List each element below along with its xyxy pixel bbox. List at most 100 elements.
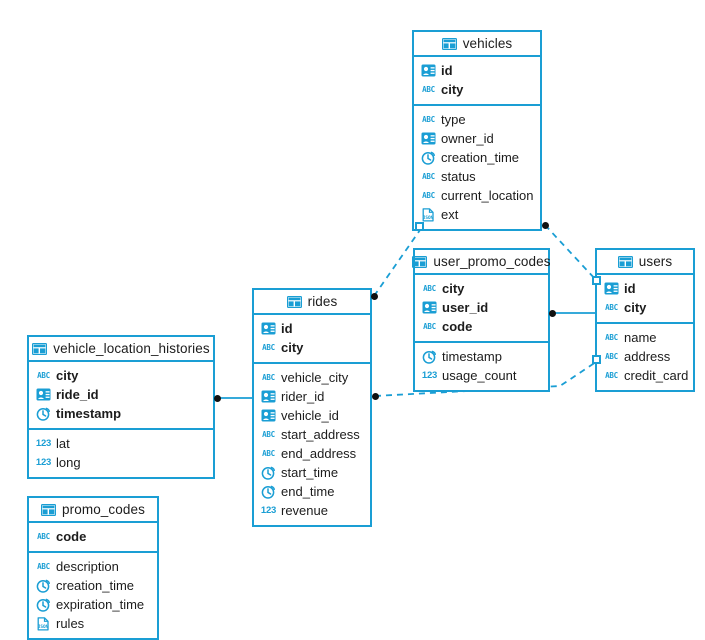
column-row[interactable]: owner_id xyxy=(414,129,540,148)
num-icon: 123 xyxy=(35,438,52,449)
json-icon: JSON xyxy=(36,616,51,631)
column-name: code xyxy=(56,529,87,544)
column-row[interactable]: ABC city xyxy=(254,338,370,357)
relationship-source-dot-icon xyxy=(371,293,378,300)
column-row[interactable]: end_time xyxy=(254,482,370,501)
abc-icon: ABC xyxy=(422,191,435,200)
id-icon xyxy=(261,390,276,403)
column-row[interactable]: id xyxy=(254,319,370,338)
entity-title: users xyxy=(638,254,673,269)
column-name: id xyxy=(441,63,453,78)
column-name: credit_card xyxy=(624,368,689,383)
abc-icon: ABC xyxy=(422,115,435,124)
column-row[interactable]: ABC status xyxy=(414,167,540,186)
column-name: owner_id xyxy=(441,131,494,146)
column-row[interactable]: timestamp xyxy=(29,404,213,423)
column-name: vehicle_id xyxy=(281,408,339,423)
column-row[interactable]: JSON ext xyxy=(414,205,540,224)
column-name: lat xyxy=(56,436,70,451)
column-row[interactable]: expiration_time xyxy=(29,595,157,614)
column-row[interactable]: user_id xyxy=(415,298,548,317)
svg-text:JSON: JSON xyxy=(423,215,434,221)
id-icon xyxy=(261,322,276,335)
entity-title: vehicles xyxy=(462,36,513,51)
abc-icon: ABC xyxy=(37,562,50,571)
column-name: status xyxy=(441,169,476,184)
column-row[interactable]: ABC credit_card xyxy=(597,366,693,385)
entity-header-users[interactable]: users xyxy=(597,250,693,275)
column-row[interactable]: id xyxy=(597,279,693,298)
column-row[interactable]: 123 lat xyxy=(29,434,213,453)
clock-icon xyxy=(422,350,437,364)
column-row[interactable]: creation_time xyxy=(414,148,540,167)
table-icon xyxy=(617,255,633,268)
json-icon: JSON xyxy=(421,207,436,222)
relationship-source-dot-icon xyxy=(549,310,556,317)
entity-header-vehicle_location_histories[interactable]: vehicle_location_histories xyxy=(29,337,213,362)
relationship-target-square-icon xyxy=(592,355,601,364)
clock-icon xyxy=(261,485,276,499)
entity-header-user_promo_codes[interactable]: user_promo_codes xyxy=(412,250,550,275)
relationship-target-square-icon xyxy=(592,276,601,285)
entity-header-rides[interactable]: rides xyxy=(254,290,370,315)
column-name: start_time xyxy=(281,465,339,480)
abc-icon: ABC xyxy=(422,172,435,181)
entity-header-promo_codes[interactable]: promo_codes xyxy=(29,498,157,523)
column-row[interactable]: creation_time xyxy=(29,576,157,595)
num-icon: 123 xyxy=(35,457,52,468)
clock-icon xyxy=(36,407,51,421)
id-icon xyxy=(604,282,619,295)
column-row[interactable]: start_time xyxy=(254,463,370,482)
entity-header-vehicles[interactable]: vehicles xyxy=(414,32,540,57)
abc-icon: ABC xyxy=(605,371,618,380)
id-icon xyxy=(422,301,437,314)
relationship-source-dot-icon xyxy=(214,395,221,402)
column-row[interactable]: id xyxy=(414,61,540,80)
column-name: start_address xyxy=(281,427,360,442)
relationship-line-vehicles-to-users[interactable] xyxy=(544,224,597,281)
column-name: city xyxy=(281,340,304,355)
column-name: user_id xyxy=(442,300,489,315)
column-name: city xyxy=(441,82,464,97)
column-name: ext xyxy=(441,207,459,222)
column-row[interactable]: ride_id xyxy=(29,385,213,404)
column-name: revenue xyxy=(281,503,328,518)
abc-icon: ABC xyxy=(262,343,275,352)
column-row[interactable]: vehicle_id xyxy=(254,406,370,425)
column-row[interactable]: rider_id xyxy=(254,387,370,406)
table-icon xyxy=(412,255,428,268)
column-row[interactable]: timestamp xyxy=(415,347,548,366)
clock-icon xyxy=(36,598,51,612)
